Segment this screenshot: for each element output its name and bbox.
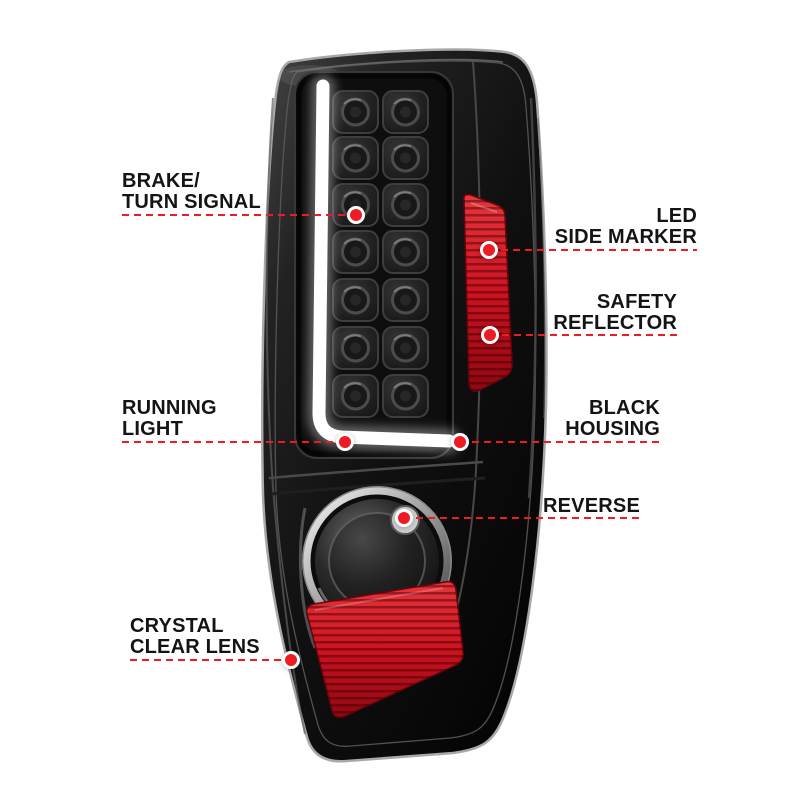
callout-text: CLEAR LENS bbox=[130, 636, 260, 658]
bottom-reflector bbox=[305, 580, 464, 718]
callout-text: TURN SIGNAL bbox=[122, 191, 261, 213]
callout-label-safety-reflector: SAFETY REFLECTOR bbox=[553, 292, 677, 334]
leader-line-led-side-marker bbox=[489, 249, 697, 251]
housing-step-seam bbox=[268, 460, 484, 480]
callout-text: BRAKE/ bbox=[122, 170, 200, 192]
callout-dot-safety-reflector bbox=[484, 329, 496, 341]
callout-text: SIDE MARKER bbox=[554, 226, 697, 248]
callout-dot-running-light bbox=[339, 436, 351, 448]
callout-dot-black-housing bbox=[454, 436, 466, 448]
callout-dot-brake-turn-signal bbox=[350, 209, 362, 221]
side-marker-reflector bbox=[463, 193, 513, 392]
housing-step-shadow bbox=[270, 476, 486, 496]
tail-light-photo bbox=[260, 48, 548, 763]
callout-label-crystal-clear-lens: CRYSTAL CLEAR LENS bbox=[130, 616, 260, 658]
leader-line-crystal-clear-lens bbox=[130, 659, 291, 661]
callout-dot-led-side-marker bbox=[483, 244, 495, 256]
callout-text: REVERSE bbox=[543, 495, 640, 517]
led-brake-turn-array bbox=[294, 71, 454, 459]
callout-text: LED bbox=[656, 205, 697, 227]
callout-text: SAFETY bbox=[596, 291, 677, 313]
leader-line-safety-reflector bbox=[490, 334, 677, 336]
callout-text: LIGHT bbox=[122, 418, 183, 440]
leader-line-black-housing bbox=[460, 441, 660, 443]
callout-label-brake-turn-signal: BRAKE/ TURN SIGNAL bbox=[122, 171, 261, 213]
callout-text: REFLECTOR bbox=[553, 312, 677, 334]
callout-label-led-side-marker: LED SIDE MARKER bbox=[555, 206, 697, 248]
callout-text: BLACK bbox=[589, 397, 660, 419]
leader-line-reverse bbox=[404, 517, 640, 519]
leader-line-brake-turn-signal bbox=[122, 214, 356, 216]
callout-dot-reverse bbox=[398, 512, 410, 524]
callout-text: RUNNING bbox=[122, 397, 217, 419]
callout-label-black-housing: BLACK HOUSING bbox=[565, 398, 660, 440]
housing-edge-highlight bbox=[298, 507, 317, 649]
callout-label-reverse: REVERSE bbox=[543, 496, 640, 517]
callout-label-running-light: RUNNING LIGHT bbox=[122, 398, 217, 440]
leader-line-running-light bbox=[122, 441, 345, 443]
callout-dot-crystal-clear-lens bbox=[285, 654, 297, 666]
callout-text: HOUSING bbox=[565, 418, 660, 440]
callout-text: CRYSTAL bbox=[130, 615, 224, 637]
